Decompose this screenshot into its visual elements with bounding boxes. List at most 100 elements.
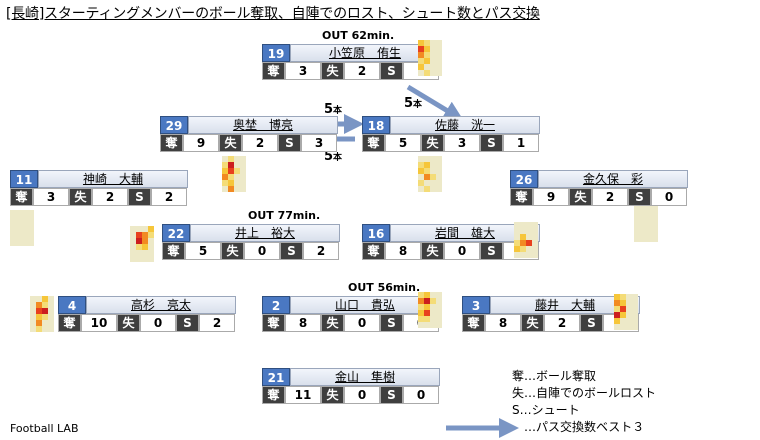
legend-steal: 奪…ボール奪取 xyxy=(512,369,597,383)
heatmap-cell xyxy=(436,322,442,328)
heatmap-cell xyxy=(28,228,34,234)
heatmap-cell xyxy=(130,238,136,244)
heatmap-cell xyxy=(634,224,640,230)
heatmap-cell xyxy=(240,180,246,186)
heatmap-cell xyxy=(30,314,36,320)
steal-label: 奪 xyxy=(262,314,285,332)
player-name[interactable]: 金山 隼樹 xyxy=(290,368,440,386)
heatmap-cell xyxy=(430,180,436,186)
shot-label: S xyxy=(176,314,199,332)
heatmap-cell xyxy=(424,52,430,58)
lost-label: 失 xyxy=(569,188,592,206)
heatmap-cell xyxy=(652,236,658,242)
heatmap-29 xyxy=(222,156,246,192)
player-name[interactable]: 奥埜 博亮 xyxy=(188,116,338,134)
lost-label: 失 xyxy=(219,134,242,152)
heatmap-cell xyxy=(28,234,34,240)
heatmap-cell xyxy=(640,212,646,218)
heatmap-cell xyxy=(514,246,520,252)
player-name[interactable]: 高杉 亮太 xyxy=(86,296,236,314)
heatmap-cell xyxy=(28,222,34,228)
heatmap-cell xyxy=(10,240,16,246)
heatmap-cell xyxy=(418,174,424,180)
player-name[interactable]: 小笠原 侑生 xyxy=(290,44,440,62)
heatmap-cell xyxy=(16,228,22,234)
heatmap-cell xyxy=(436,46,442,52)
heatmap-cell xyxy=(614,306,620,312)
player-name[interactable]: 岩間 雄大 xyxy=(390,224,540,242)
lost-value: 2 xyxy=(242,134,278,152)
heatmap-cell xyxy=(418,46,424,52)
heatmap-cell xyxy=(240,168,246,174)
heatmap-cell xyxy=(646,224,652,230)
heatmap-cell xyxy=(430,162,436,168)
heatmap-cell xyxy=(646,206,652,212)
player-name[interactable]: 佐藤 洸一 xyxy=(390,116,540,134)
shot-value: 2 xyxy=(199,314,235,332)
player-name[interactable]: 藤井 大輔 xyxy=(490,296,640,314)
heatmap-cell xyxy=(222,180,228,186)
lost-value: 2 xyxy=(592,188,628,206)
player-number: 2 xyxy=(262,296,290,314)
heatmap-cell xyxy=(640,218,646,224)
heatmap-cell xyxy=(30,320,36,326)
heatmap-cell xyxy=(520,252,526,258)
heatmap-cell xyxy=(646,218,652,224)
heatmap-cell xyxy=(30,326,36,332)
player-number: 18 xyxy=(362,116,390,134)
heatmap-cell xyxy=(520,246,526,252)
heatmap-cell xyxy=(430,40,436,46)
heatmap-cell xyxy=(418,70,424,76)
heatmap-cell xyxy=(234,180,240,186)
heatmap-cell xyxy=(418,304,424,310)
heatmap-cell xyxy=(634,212,640,218)
lost-label: 失 xyxy=(421,242,444,260)
lost-value: 2 xyxy=(544,314,580,332)
lost-label: 失 xyxy=(421,134,444,152)
heatmap-cell xyxy=(634,236,640,242)
heatmap-cell xyxy=(16,216,22,222)
heatmap-cell xyxy=(10,216,16,222)
heatmap-cell xyxy=(632,294,638,300)
player-name[interactable]: 神崎 大輔 xyxy=(38,170,188,188)
lost-value: 0 xyxy=(444,242,480,260)
steal-label: 奪 xyxy=(58,314,81,332)
heatmap-cell xyxy=(228,168,234,174)
shot-value: 1 xyxy=(503,134,539,152)
heatmap-cell xyxy=(148,256,154,262)
steal-label: 奪 xyxy=(262,386,285,404)
heatmap-cell xyxy=(240,156,246,162)
lost-value: 2 xyxy=(344,62,380,80)
heatmap-cell xyxy=(22,210,28,216)
player-card-3: 3藤井 大輔奪8失2S1 xyxy=(462,296,712,332)
heatmap-cell xyxy=(418,180,424,186)
heatmap-cell xyxy=(48,320,54,326)
player-name[interactable]: 井上 裕大 xyxy=(190,224,340,242)
heatmap-cell xyxy=(514,240,520,246)
heatmap-cell xyxy=(234,156,240,162)
heatmap-cell xyxy=(652,230,658,236)
heatmap-cell xyxy=(620,324,626,330)
heatmap-cell xyxy=(514,234,520,240)
heatmap-cell xyxy=(136,232,142,238)
shot-label: S xyxy=(480,242,503,260)
steal-value: 8 xyxy=(385,242,421,260)
heatmap-cell xyxy=(418,156,424,162)
heatmap-cell xyxy=(626,318,632,324)
player-name[interactable]: 金久保 彩 xyxy=(538,170,688,188)
shot-label: S xyxy=(278,134,301,152)
page-title: [長崎]スターティングメンバーのボール奪取、自陣でのロスト、シュート数とパス交換 xyxy=(6,6,540,22)
heatmap-cell xyxy=(418,322,424,328)
lost-label: 失 xyxy=(69,188,92,206)
heatmap-cell xyxy=(130,226,136,232)
heatmap-cell xyxy=(418,316,424,322)
heatmap-cell xyxy=(222,186,228,192)
heatmap-cell xyxy=(222,162,228,168)
heatmap-cell xyxy=(418,298,424,304)
